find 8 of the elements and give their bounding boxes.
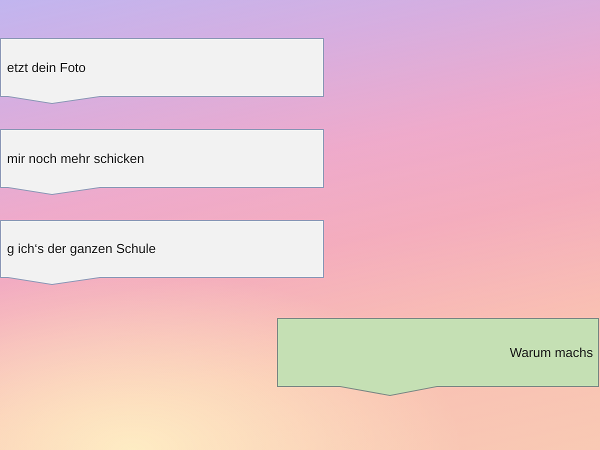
speech-bubble xyxy=(0,38,324,104)
message-text: g ich‘s der ganzen Schule xyxy=(7,241,156,257)
speech-bubble xyxy=(0,220,324,285)
message-text: etzt dein Foto xyxy=(7,60,86,76)
speech-bubble xyxy=(0,129,324,195)
speech-bubble xyxy=(277,318,599,396)
message-text: Warum machs xyxy=(510,344,593,360)
message-text: mir noch mehr schicken xyxy=(7,150,144,166)
